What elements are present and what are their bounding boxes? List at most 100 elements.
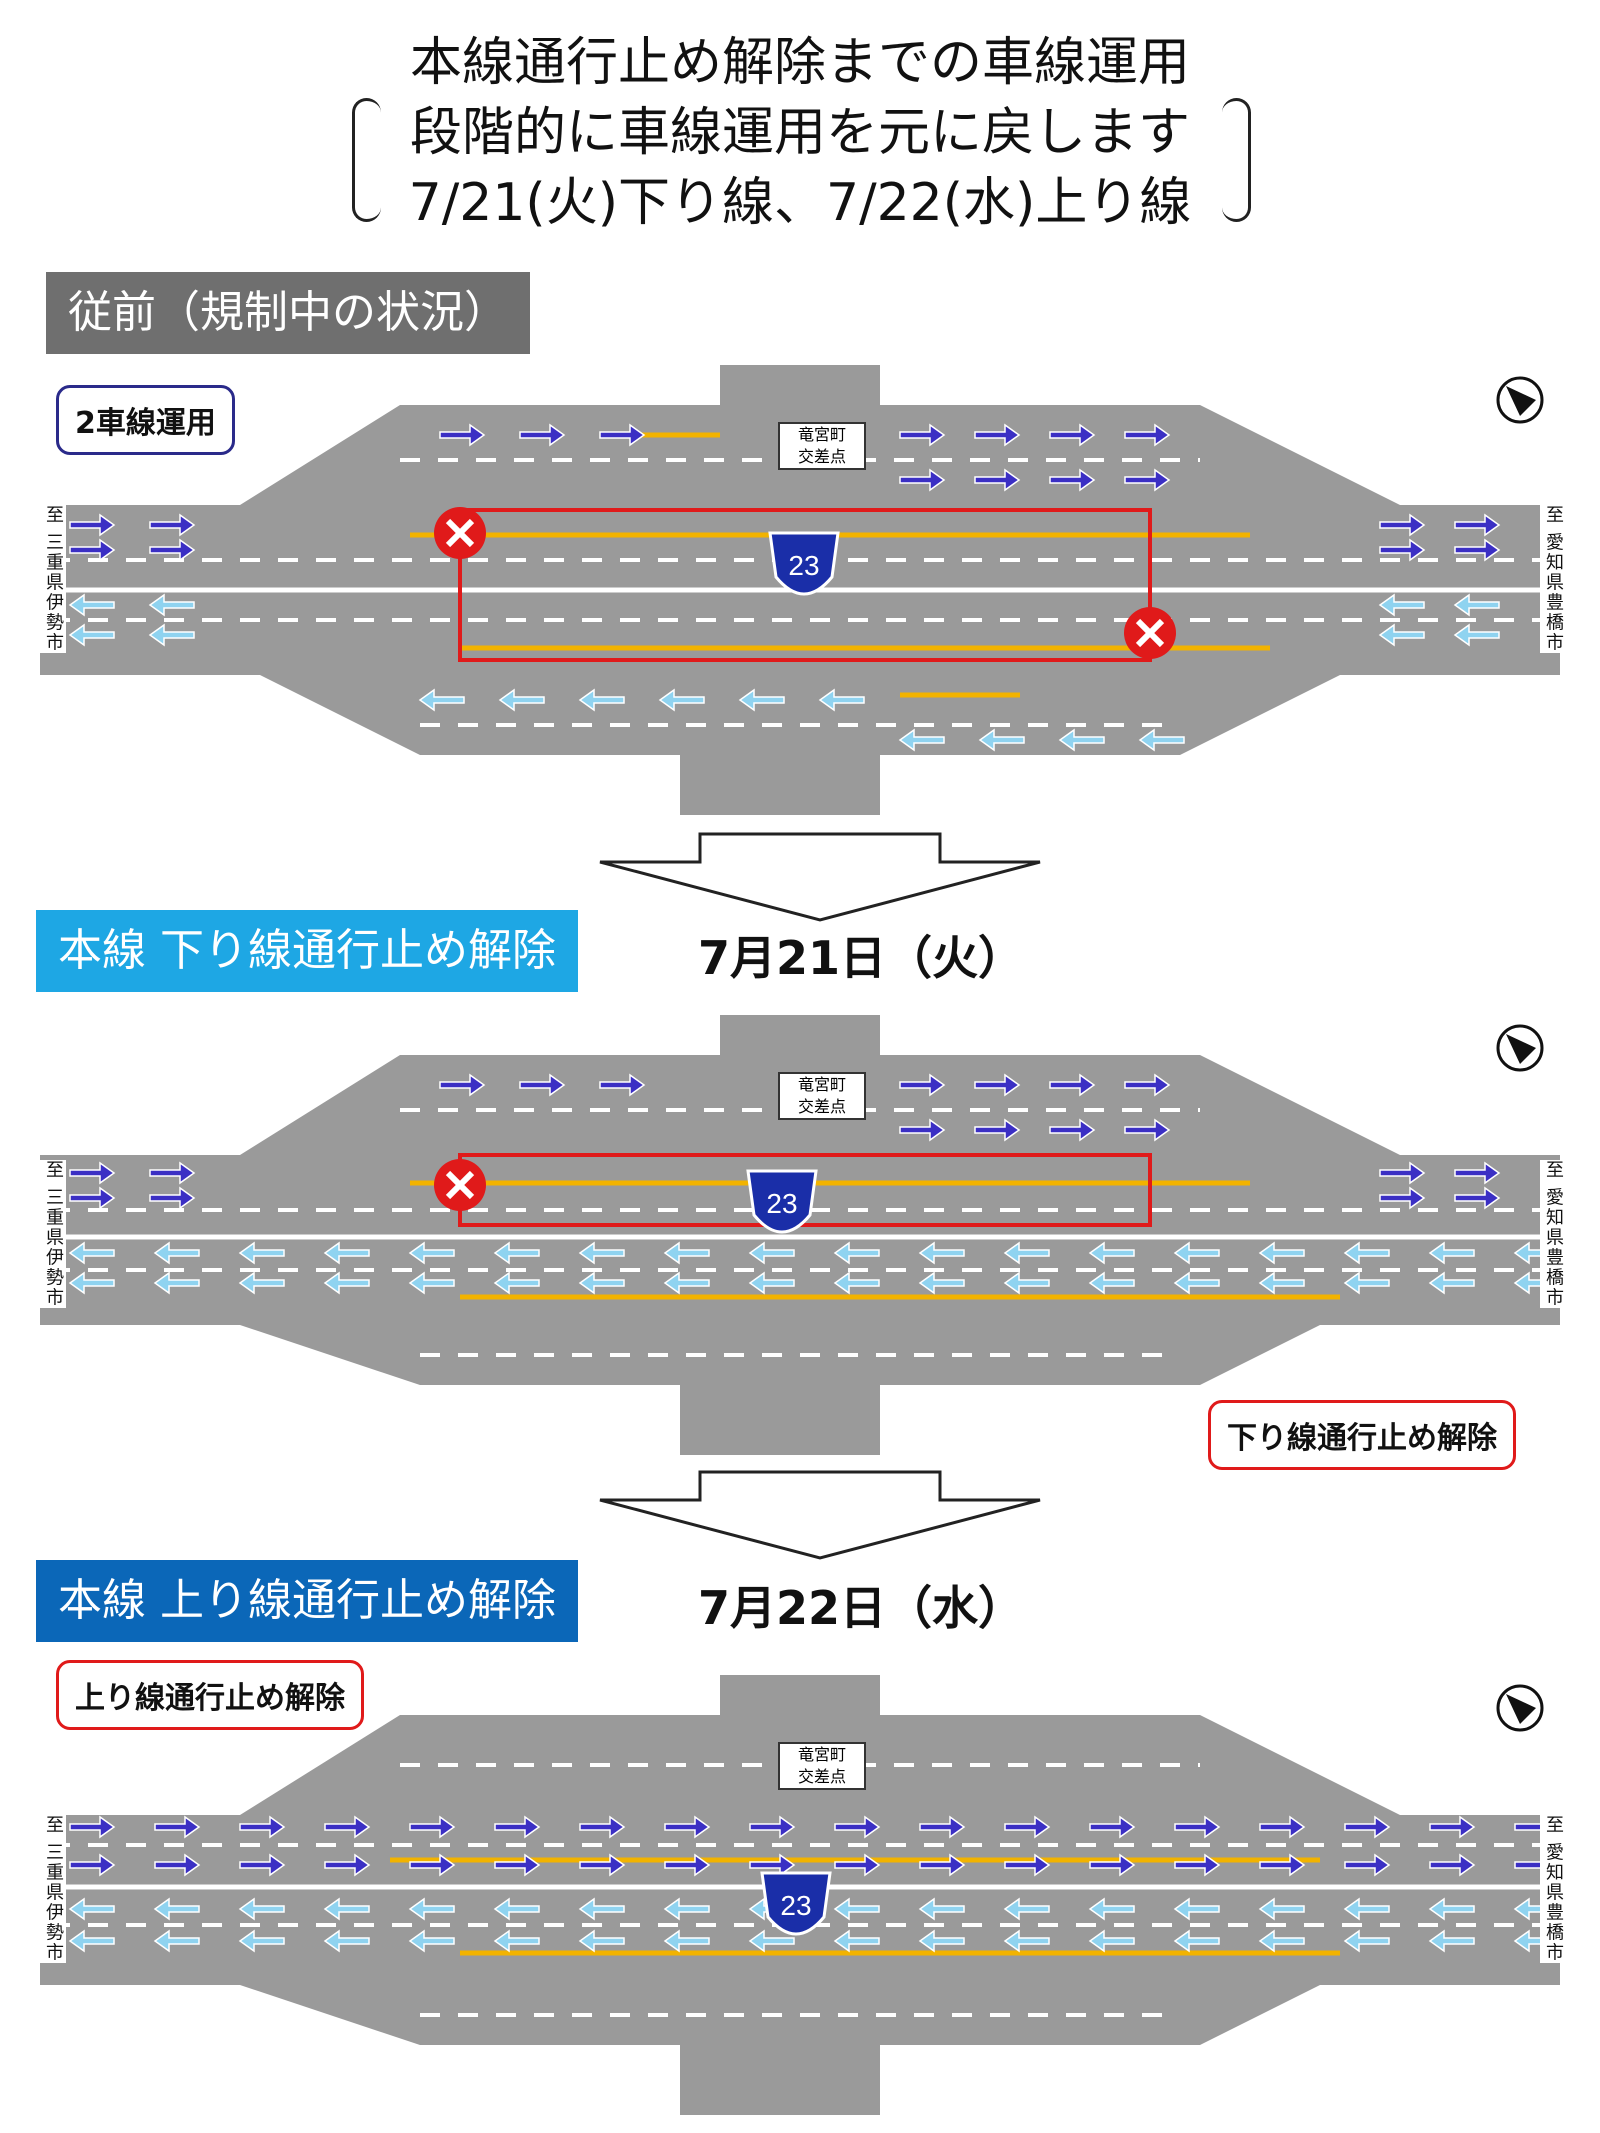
traffic-arrow-right xyxy=(749,1815,796,1839)
traffic-arrow-left xyxy=(663,1929,710,1953)
intersection-name: 竜宮町 xyxy=(797,1075,846,1094)
traffic-arrow-right xyxy=(579,1853,626,1877)
section-date-down: 7月21日（火） xyxy=(698,931,1025,985)
left-destination: 至 三重県伊勢市 xyxy=(40,1815,66,1963)
traffic-arrow-left xyxy=(1428,1241,1475,1265)
traffic-arrow-left xyxy=(578,1241,625,1265)
traffic-arrow-left xyxy=(1453,623,1500,647)
traffic-arrow-left xyxy=(493,1241,540,1265)
transition-arrow-icon xyxy=(599,1470,1041,1560)
traffic-arrow-right xyxy=(1049,1118,1096,1142)
traffic-arrow-right xyxy=(919,1853,966,1877)
subtitle-2: 7/21(火)下り線、7/22(水)上り線 xyxy=(408,173,1192,233)
traffic-arrow-right xyxy=(1124,1073,1171,1097)
traffic-arrow-left xyxy=(68,1271,115,1295)
intersection-sign: 竜宮町交差点 xyxy=(778,1742,866,1790)
traffic-arrow-left xyxy=(748,1929,795,1953)
traffic-arrow-left xyxy=(1428,1271,1475,1295)
section-date-up: 7月22日（水） xyxy=(698,1581,1025,1635)
traffic-arrow-left xyxy=(918,1271,965,1295)
traffic-arrow-right xyxy=(974,423,1021,447)
bracket-right xyxy=(1222,98,1251,222)
traffic-arrow-left xyxy=(68,1929,115,1953)
traffic-arrow-left xyxy=(148,593,195,617)
traffic-arrow-right xyxy=(1049,468,1096,492)
traffic-arrow-right xyxy=(1454,513,1501,537)
traffic-arrow-right xyxy=(149,1186,196,1210)
traffic-arrow-left xyxy=(493,1271,540,1295)
traffic-arrow-right xyxy=(899,1118,946,1142)
right-destination: 至 愛知県豊橋市 xyxy=(1540,1815,1566,1963)
traffic-arrow-right xyxy=(1124,468,1171,492)
traffic-arrow-right xyxy=(239,1815,286,1839)
traffic-arrow-left xyxy=(1003,1929,1050,1953)
traffic-arrow-right xyxy=(154,1815,201,1839)
traffic-arrow-left xyxy=(918,1897,965,1921)
traffic-arrow-right xyxy=(599,423,646,447)
traffic-arrow-left xyxy=(1428,1929,1475,1953)
traffic-arrow-right xyxy=(1379,513,1426,537)
traffic-arrow-left xyxy=(663,1271,710,1295)
traffic-arrow-right xyxy=(664,1815,711,1839)
traffic-arrow-left xyxy=(833,1271,880,1295)
traffic-arrow-right xyxy=(974,1073,1021,1097)
traffic-arrow-left xyxy=(1088,1929,1135,1953)
section-heading-before: 従前（規制中の状況） xyxy=(46,272,530,354)
traffic-arrow-left xyxy=(323,1241,370,1265)
closure-box xyxy=(458,508,1152,662)
callout-up-open: 上り線通行止め解除 xyxy=(56,1660,364,1730)
traffic-arrow-left xyxy=(663,1241,710,1265)
traffic-arrow-right xyxy=(69,513,116,537)
traffic-arrow-right xyxy=(1124,423,1171,447)
bracket-left xyxy=(352,98,381,222)
traffic-arrow-left xyxy=(493,1929,540,1953)
route-shield xyxy=(760,1871,832,1936)
traffic-arrow-right xyxy=(409,1815,456,1839)
traffic-arrow-right xyxy=(69,1853,116,1877)
traffic-arrow-left xyxy=(1343,1897,1390,1921)
traffic-arrow-left xyxy=(1428,1897,1475,1921)
traffic-arrow-left xyxy=(738,688,785,712)
traffic-arrow-left xyxy=(1088,1271,1135,1295)
traffic-arrow-left xyxy=(1258,1271,1305,1295)
callout-two-lane: 2車線運用 xyxy=(56,385,235,455)
traffic-arrow-left xyxy=(418,688,465,712)
traffic-arrow-right xyxy=(1454,538,1501,562)
traffic-arrow-right xyxy=(239,1853,286,1877)
traffic-arrow-left xyxy=(833,1897,880,1921)
traffic-arrow-right xyxy=(1379,1186,1426,1210)
traffic-arrow-left xyxy=(578,1897,625,1921)
traffic-arrow-left xyxy=(1003,1897,1050,1921)
traffic-arrow-left xyxy=(408,1271,455,1295)
traffic-arrow-left xyxy=(578,688,625,712)
traffic-arrow-right xyxy=(69,538,116,562)
traffic-arrow-right xyxy=(974,468,1021,492)
traffic-arrow-right xyxy=(899,423,946,447)
traffic-arrow-right xyxy=(149,513,196,537)
north-compass-icon xyxy=(1496,1684,1544,1732)
traffic-arrow-left xyxy=(323,1897,370,1921)
traffic-arrow-left xyxy=(663,1897,710,1921)
traffic-arrow-right xyxy=(1429,1853,1476,1877)
traffic-arrow-left xyxy=(323,1929,370,1953)
traffic-arrow-left xyxy=(1088,1241,1135,1265)
traffic-arrow-right xyxy=(1049,1073,1096,1097)
left-destination: 至 三重県伊勢市 xyxy=(40,1160,66,1308)
traffic-arrow-left xyxy=(323,1271,370,1295)
diagram-up-reopened: 23 xyxy=(40,1675,1561,2115)
traffic-arrow-left xyxy=(1258,1241,1305,1265)
route-number: 23 xyxy=(766,1188,797,1219)
traffic-arrow-left xyxy=(1173,1241,1220,1265)
traffic-arrow-right xyxy=(1174,1853,1221,1877)
traffic-arrow-left xyxy=(1173,1929,1220,1953)
traffic-arrow-left xyxy=(1003,1271,1050,1295)
traffic-arrow-right xyxy=(834,1815,881,1839)
traffic-arrow-right xyxy=(1124,1118,1171,1142)
route-number: 23 xyxy=(780,1890,811,1921)
traffic-arrow-left xyxy=(1343,1929,1390,1953)
traffic-arrow-right xyxy=(899,468,946,492)
traffic-arrow-left xyxy=(748,1271,795,1295)
traffic-arrow-right xyxy=(1089,1815,1136,1839)
traffic-arrow-left xyxy=(833,1929,880,1953)
traffic-arrow-left xyxy=(153,1241,200,1265)
